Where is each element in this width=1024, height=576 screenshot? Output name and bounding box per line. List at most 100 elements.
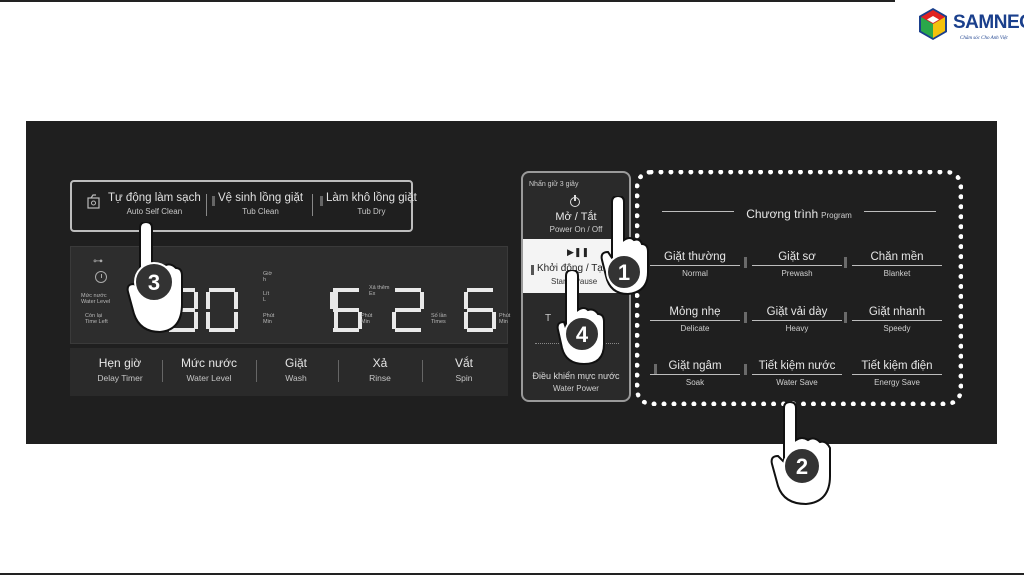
program-normal-vi: Giặt thường [650, 251, 740, 266]
auto-self-clean-button[interactable]: Tự động làm sạch Auto Self Clean [108, 192, 201, 216]
delay-timer-button[interactable]: Hẹn giờ Delay Timer [84, 356, 156, 383]
rinse-extra-vi: Xả thêm [369, 285, 390, 291]
pointing-hand-icon: 2 [770, 402, 831, 506]
spin-vi: Vắt [454, 356, 473, 370]
time-left-vi: Còn lại [85, 313, 103, 319]
auto-self-clean-label-vi: Tự động làm sạch [108, 192, 201, 204]
start-pause-vi: Khởi động / Tạm dừng [537, 263, 631, 274]
water-level-en: Water Level [81, 299, 111, 305]
digit-4 [330, 288, 362, 332]
wash-button[interactable]: Giặt Wash [266, 356, 326, 383]
digit-3 [334, 292, 338, 329]
tub-dry-button[interactable]: Làm khô lồng giặt Tub Dry [326, 192, 417, 216]
water-power-en[interactable]: Water Power [553, 384, 599, 393]
water-level-btn-vi: Mức nước [181, 356, 237, 370]
pointing-hand-icon: 4 [556, 270, 605, 366]
hold-3s-hint: Nhấn giữ 3 giây [529, 181, 579, 188]
program-prewash-en: Prewash [781, 269, 813, 278]
options-separator [422, 360, 423, 382]
rinse-extra-en: Ex [369, 291, 376, 297]
program-soak-en: Soak [685, 378, 705, 387]
rinse-times-vi: Số lần [431, 313, 447, 319]
delay-timer-vi: Hẹn giờ [98, 356, 142, 370]
digit-2 [206, 288, 238, 332]
time-left-indicator: Còn lại Time Left [85, 313, 108, 325]
program-title-line-left [662, 211, 734, 212]
program-led [844, 312, 847, 323]
pointing-hand-icon: 1 [600, 196, 649, 296]
program-water-save[interactable]: Tiết kiệm nước Water Save [752, 360, 842, 387]
power-button-en[interactable]: Power On / Off [549, 225, 603, 234]
step-2-number: 2 [796, 454, 808, 479]
rinse-button[interactable]: Xả Rinse [350, 356, 410, 383]
options-separator [162, 360, 163, 382]
step-3-hand: 3 [126, 222, 186, 334]
program-blanket-vi: Chăn mền [852, 251, 942, 266]
program-speedy-vi: Giặt nhanh [852, 306, 942, 321]
hour-unit: h [263, 277, 267, 283]
minute-en: Min [499, 319, 508, 325]
t-label: T [545, 313, 552, 324]
program-led [844, 257, 847, 268]
program-title-en: Program [821, 211, 852, 220]
step-1-hand: 1 [598, 196, 650, 296]
minute-vi: Phút [499, 313, 511, 319]
program-led [744, 364, 747, 375]
auto-separator [206, 194, 207, 216]
wash-en: Wash [285, 373, 307, 383]
minute-vi: Phút [263, 313, 275, 319]
step-1-number: 1 [618, 260, 630, 285]
tub-clean-label-vi: Vệ sinh lồng giặt [218, 192, 304, 204]
water-power-vi[interactable]: Điều khiển mực nước [532, 371, 620, 381]
program-prewash[interactable]: Giặt sơ Prewash [752, 251, 842, 278]
rinse-times-en: Times [431, 319, 446, 325]
program-heavy[interactable]: Giặt vải dày Heavy [752, 306, 842, 333]
program-heavy-en: Heavy [785, 324, 809, 333]
program-soak[interactable]: Giặt ngâm Soak [650, 360, 740, 387]
program-blanket-en: Blanket [883, 269, 911, 278]
program-heavy-vi: Giặt vải dày [752, 306, 842, 321]
options-separator [256, 360, 257, 382]
program-blanket[interactable]: Chăn mền Blanket [852, 251, 942, 278]
tub-clean-led [212, 196, 215, 206]
program-led [744, 257, 747, 268]
program-delicate-en: Delicate [680, 324, 710, 333]
program-water-save-vi: Tiết kiệm nước [752, 360, 842, 375]
child-lock-icon: ⊶ [93, 256, 103, 267]
program-prewash-vi: Giặt sơ [752, 251, 842, 266]
water-level-button[interactable]: Mức nước Water Level [168, 356, 250, 383]
water-level-btn-en: Water Level [186, 373, 232, 383]
program-delicate[interactable]: Mỏng nhẹ Delicate [650, 306, 740, 333]
clock-icon [95, 271, 107, 283]
water-level-indicator: Mức nước Water Level [81, 293, 110, 305]
program-speedy[interactable]: Giặt nhanh Speedy [852, 306, 942, 333]
wash-vi: Giặt [284, 356, 307, 370]
tub-clean-icon [87, 194, 100, 209]
start-led [531, 265, 534, 275]
pointing-hand-icon: 3 [126, 222, 183, 334]
tub-clean-button[interactable]: Vệ sinh lồng giặt Tub Clean [218, 192, 303, 216]
power-button-vi[interactable]: Mở / Tắt [555, 211, 597, 223]
options-separator [338, 360, 339, 382]
digit-6 [464, 288, 496, 332]
spin-button[interactable]: Vắt Spin [434, 356, 494, 383]
options-row: Hẹn giờ Delay Timer Mức nước Water Level… [70, 348, 508, 396]
delay-timer-en: Delay Timer [97, 373, 143, 383]
power-icon[interactable] [570, 195, 580, 207]
auto-separator [312, 194, 313, 216]
program-water-save-en: Water Save [776, 378, 818, 387]
program-energy-save-en: Energy Save [874, 378, 920, 387]
time-left-en: Time Left [85, 319, 108, 325]
program-normal[interactable]: Giặt thường Normal [650, 251, 740, 278]
program-energy-save[interactable]: Tiết kiệm điện Energy Save [852, 360, 942, 387]
step-2-hand: 2 [768, 402, 838, 506]
hour-text: Giờ [263, 271, 273, 277]
top-rule [0, 0, 895, 2]
minute-en: Min [263, 319, 272, 325]
